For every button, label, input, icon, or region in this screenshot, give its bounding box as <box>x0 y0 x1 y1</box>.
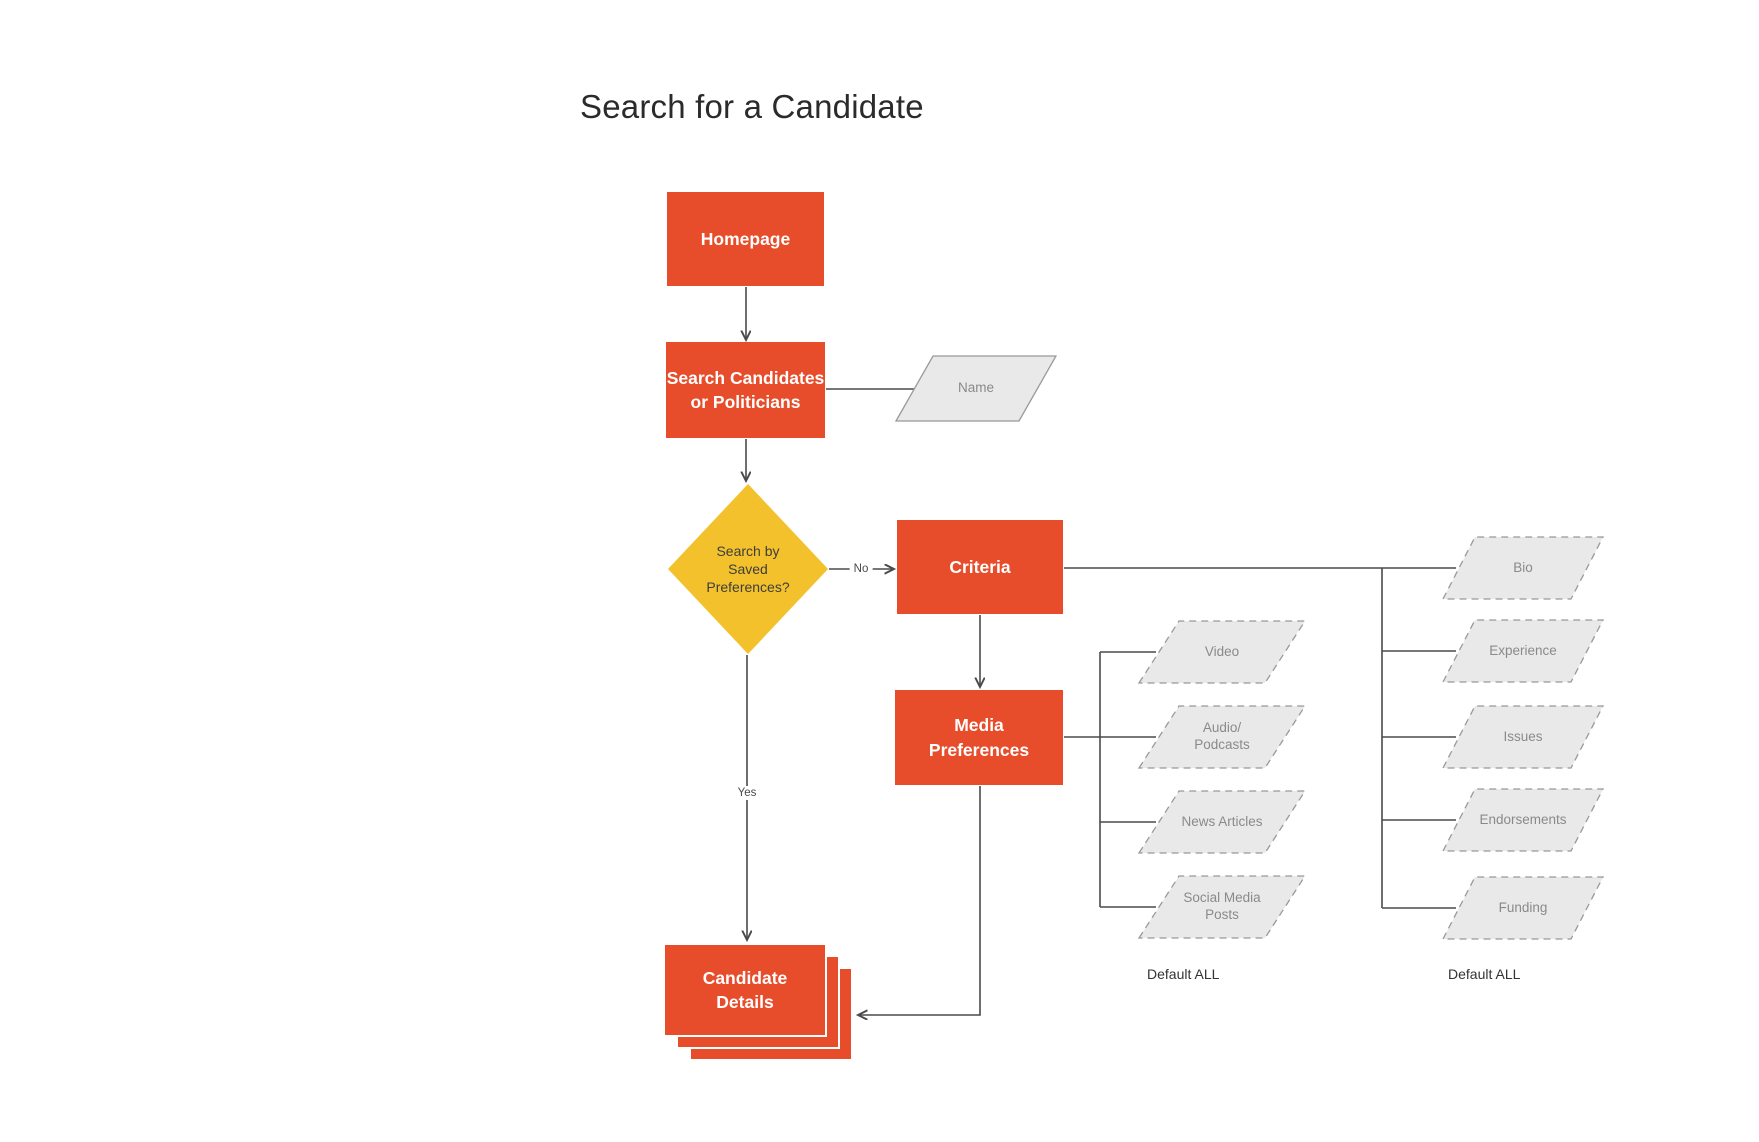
process-node-search-candidates: Search Candidates or Politicians <box>666 342 825 438</box>
edge-label-no: No <box>849 562 873 576</box>
data-node-experience: Experience <box>1442 619 1604 683</box>
data-node-endorsements-label: Endorsements <box>1479 811 1567 827</box>
data-node-name-label: Name <box>957 380 994 396</box>
diagram-title: Search for a Candidate <box>580 88 924 125</box>
process-node-search-candidates-label: Search Candidates or Politicians <box>666 367 825 413</box>
data-node-audio-podcasts-label: Audio/ Podcasts <box>1194 720 1250 752</box>
decision-node-label: Search by Saved Preferences? <box>706 542 790 596</box>
data-node-endorsements: Endorsements <box>1442 788 1604 852</box>
data-node-video: Video <box>1138 620 1306 684</box>
data-node-video-label: Video <box>1204 643 1240 659</box>
edge-label-yes: Yes <box>733 786 761 800</box>
decision-node-saved-preferences: Search by Saved Preferences? <box>668 484 828 654</box>
data-node-bio-label: Bio <box>1513 559 1533 575</box>
data-node-name: Name <box>895 355 1057 422</box>
process-node-homepage: Homepage <box>667 192 824 286</box>
stack-sheet-front: Candidate Details <box>663 943 827 1037</box>
data-node-issues: Issues <box>1442 705 1604 769</box>
data-node-bio: Bio <box>1442 536 1604 600</box>
data-node-funding: Funding <box>1442 876 1604 940</box>
process-node-criteria: Criteria <box>897 520 1063 614</box>
process-node-homepage-label: Homepage <box>700 228 791 249</box>
data-node-news-articles: News Articles <box>1138 790 1306 854</box>
data-node-news-articles-label: News Articles <box>1181 813 1263 829</box>
process-node-media-preferences: Media Preferences <box>895 690 1063 785</box>
diamond-shape <box>668 484 828 654</box>
process-node-media-preferences-label: Media Preferences <box>928 715 1030 760</box>
data-node-funding-label: Funding <box>1498 899 1548 915</box>
criteria-default-note: Default ALL <box>1448 966 1521 982</box>
media-default-note: Default ALL <box>1147 966 1220 982</box>
data-node-social-media-posts-label: Social Media Posts <box>1183 890 1261 922</box>
process-node-candidate-details: Candidate Details <box>663 943 855 1063</box>
process-node-candidate-details-label: Candidate Details <box>702 967 788 1013</box>
parallelogram-shape <box>895 355 1057 422</box>
data-node-experience-label: Experience <box>1489 642 1557 658</box>
data-node-audio-podcasts: Audio/ Podcasts <box>1138 705 1306 769</box>
process-node-criteria-label: Criteria <box>949 556 1011 577</box>
data-node-social-media-posts: Social Media Posts <box>1138 875 1306 939</box>
data-node-issues-label: Issues <box>1503 728 1543 744</box>
